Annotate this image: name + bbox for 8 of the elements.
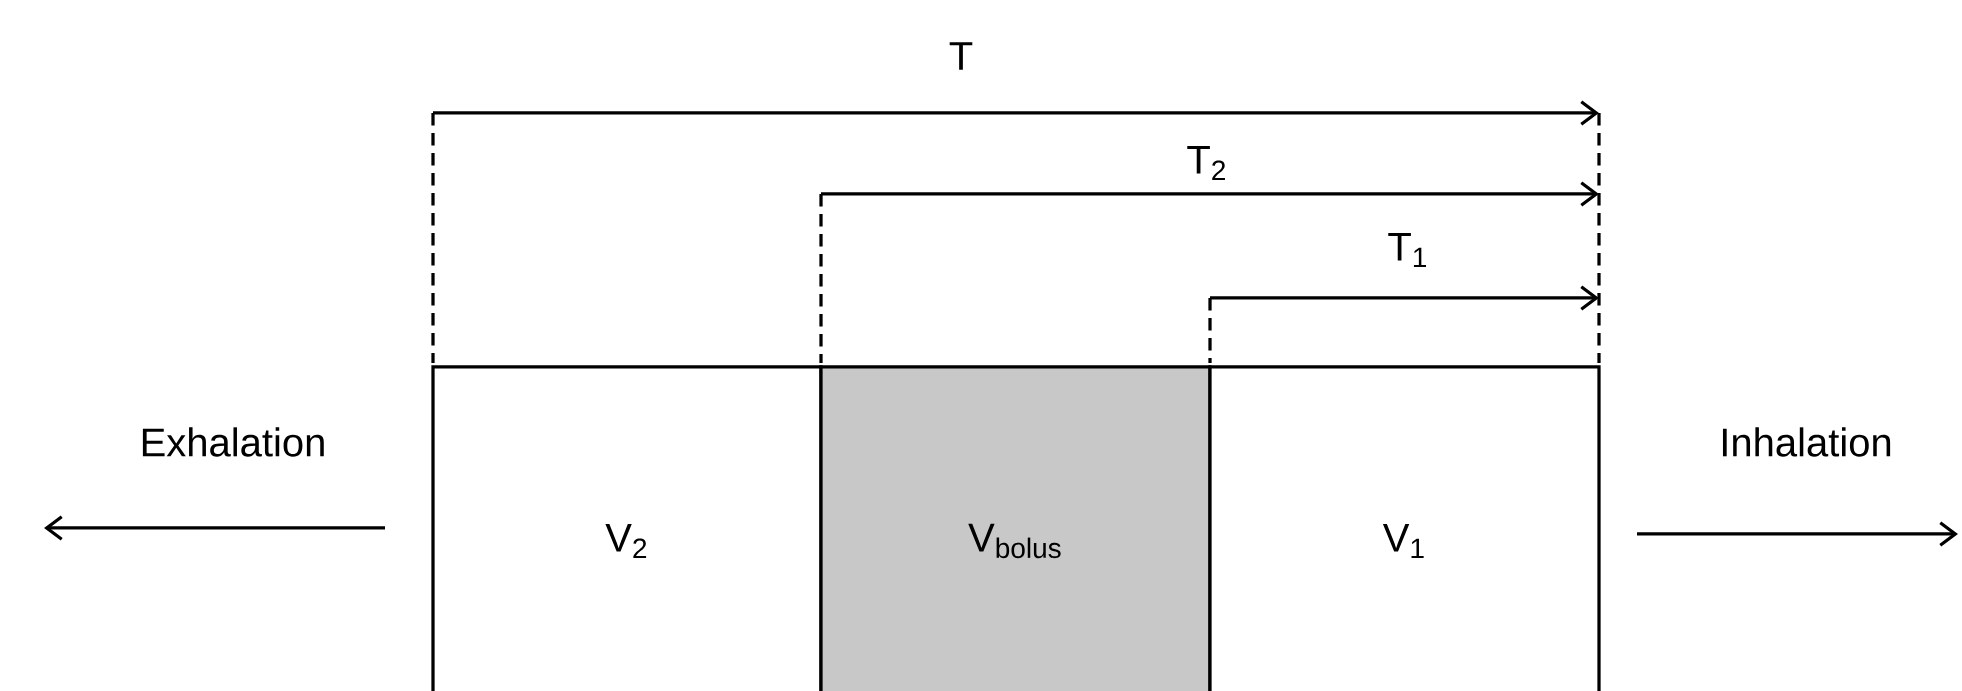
label: T$_{2}$ xyxy=(1187,146,1225,180)
volume-box: V$_{bolus}$ xyxy=(819,365,1212,691)
label: Inhalation xyxy=(1722,427,1891,457)
volume-box: V$_{1}$ xyxy=(1208,365,1601,691)
volume-box: V$_{2}$ xyxy=(431,365,823,691)
label: T xyxy=(949,42,973,70)
label: T$_{1}$ xyxy=(1388,233,1426,267)
label: Exhalation xyxy=(142,427,324,457)
